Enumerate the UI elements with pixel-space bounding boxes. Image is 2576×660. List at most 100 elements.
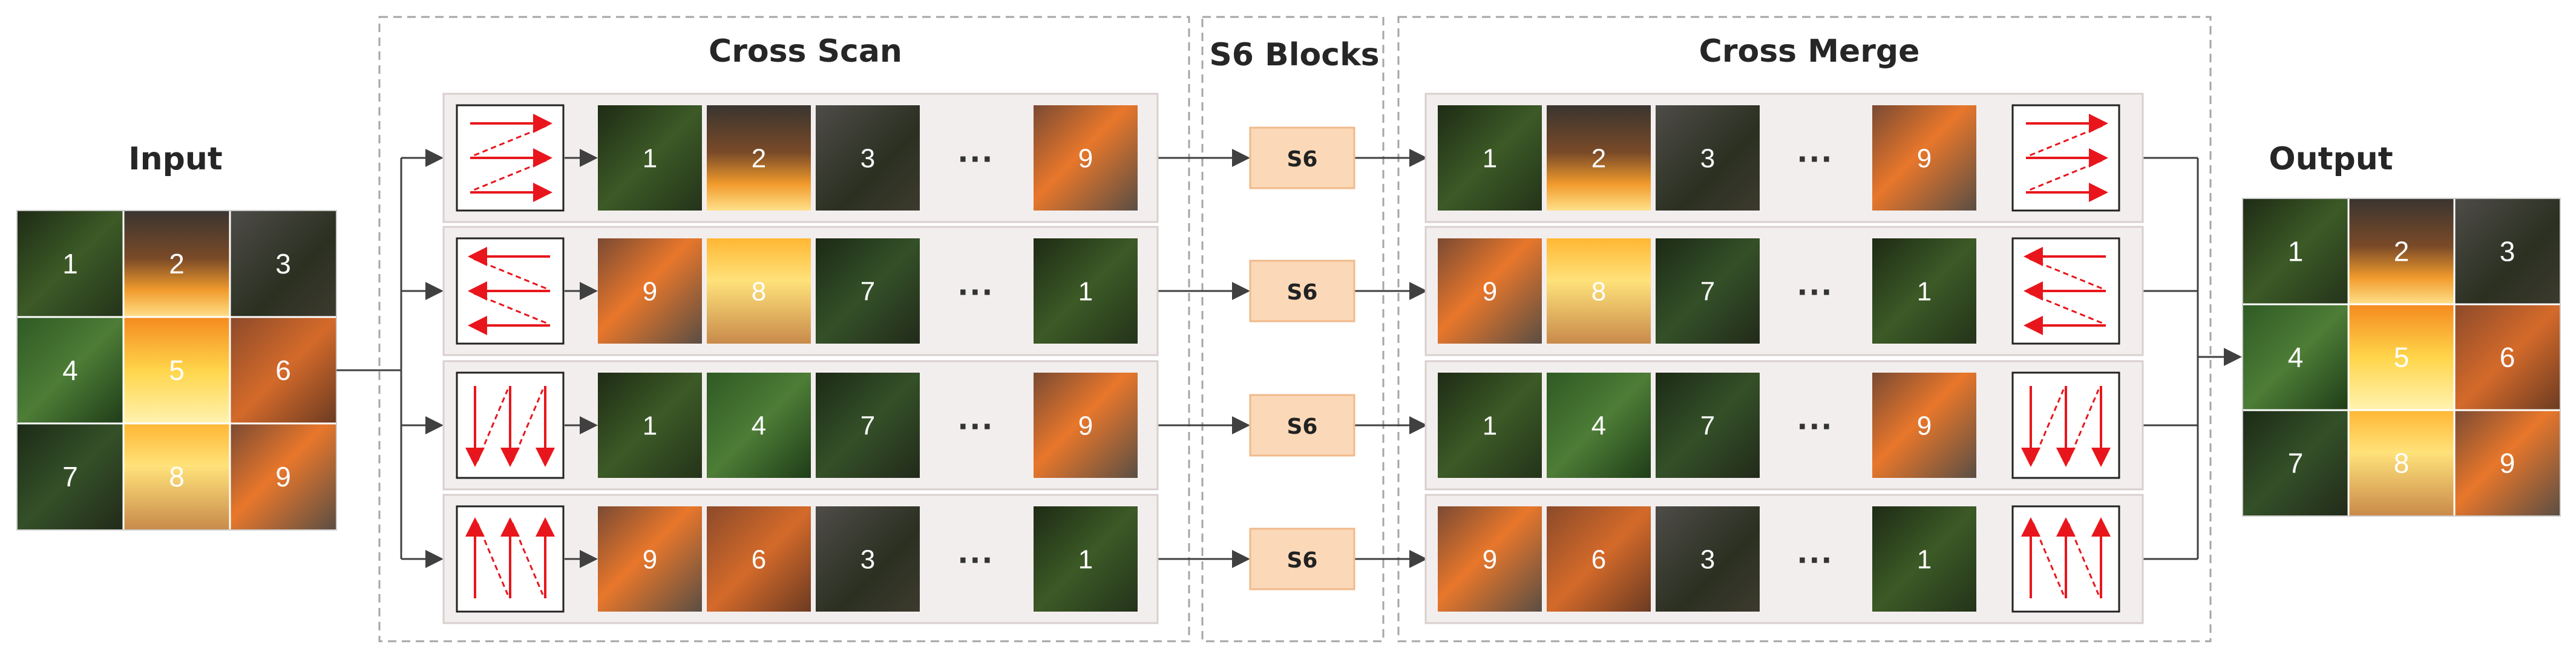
tile-image (816, 373, 920, 478)
grid-cell: 2 (123, 211, 230, 317)
tile-image (1656, 238, 1760, 344)
tile-number: 9 (1483, 276, 1497, 306)
tile-image (1656, 506, 1760, 612)
scan-patch: 1 (598, 105, 702, 211)
grid-cell: 8 (2348, 410, 2454, 516)
tile-number: 7 (1700, 411, 1715, 440)
tile-image (1034, 506, 1138, 612)
tile-number: 3 (860, 143, 875, 173)
scan-patch: 9 (598, 506, 702, 612)
merge-patch: 6 (1547, 506, 1651, 612)
grid-cell: 5 (123, 317, 230, 423)
tile-image (2454, 410, 2560, 516)
scan-direction-icon (2011, 237, 2120, 345)
grid-cell: 9 (230, 423, 336, 530)
tile-image (123, 423, 230, 530)
scan-direction-icon (456, 371, 565, 479)
tile-number: 5 (2394, 342, 2410, 373)
cross-merge-frame (1397, 16, 2212, 642)
tile-number: 1 (1483, 411, 1497, 440)
tile-image (1438, 238, 1542, 344)
tile-image (1872, 506, 1976, 612)
tile-number: 2 (752, 143, 766, 173)
ellipsis: ··· (958, 540, 994, 580)
cross-scan-title: Cross Scan (709, 33, 902, 70)
tile-number: 3 (1700, 143, 1715, 173)
merge-patch: 3 (1656, 105, 1760, 211)
tile-number: 7 (1700, 276, 1715, 306)
tile-number: 2 (169, 248, 185, 279)
tile-number: 9 (1917, 143, 1932, 173)
s6-blocks-title: S6 Blocks (1209, 37, 1379, 73)
tile-image (1547, 105, 1651, 211)
merge-patch: 2 (1547, 105, 1651, 211)
tile-image (1438, 506, 1542, 612)
tile-image (2454, 304, 2560, 410)
tile-image (1547, 506, 1651, 612)
tile-image (1547, 238, 1651, 344)
tile-image (1034, 105, 1138, 211)
scan-patch: 6 (707, 506, 811, 612)
grid-cell: 8 (123, 423, 230, 530)
tile-image (1034, 238, 1138, 344)
grid-cell: 3 (230, 211, 336, 317)
tile-number: 9 (1078, 411, 1093, 440)
s6-block: S6 (1249, 394, 1355, 457)
tile-number: 3 (275, 248, 291, 279)
ellipsis: ··· (1797, 540, 1834, 580)
s6-label: S6 (1287, 280, 1318, 305)
merge-patch: 9 (1438, 506, 1542, 612)
tile-number: 1 (643, 411, 657, 440)
s6-block: S6 (1249, 126, 1355, 189)
tile-number: 6 (275, 355, 291, 386)
scan-direction-icon (2011, 104, 2120, 212)
merge-patch: 9 (1438, 238, 1542, 344)
merge-patch: 3 (1656, 506, 1760, 612)
tile-image (598, 105, 702, 211)
connectors (336, 149, 2242, 568)
tile-number: 1 (1078, 544, 1093, 574)
tile-image (1872, 238, 1976, 344)
tile-number: 8 (752, 276, 766, 306)
tile-image (1656, 105, 1760, 211)
merge-patch: 1 (1438, 373, 1542, 478)
tile-number: 4 (752, 411, 766, 440)
tile-image (598, 506, 702, 612)
s6-label: S6 (1287, 414, 1318, 439)
merge-row: 9 6 3 1 ··· (1424, 494, 2144, 624)
scan-patch: 9 (1034, 373, 1138, 478)
grid-cell: 6 (230, 317, 336, 423)
tile-image (230, 423, 336, 530)
tile-image (707, 238, 811, 344)
tile-number: 8 (169, 461, 185, 492)
grid-cell: 2 (2348, 198, 2454, 304)
tile-number: 3 (2500, 236, 2515, 267)
input-title: Input (128, 141, 222, 177)
scan-direction-icon (456, 237, 565, 345)
tile-number: 9 (1483, 544, 1497, 574)
grid-cell: 7 (2243, 410, 2348, 516)
grid-cell: 1 (17, 211, 123, 317)
tile-image (2243, 198, 2348, 304)
merge-patch: 1 (1438, 105, 1542, 211)
tile-number: 4 (62, 355, 78, 386)
scan-patch: 2 (707, 105, 811, 211)
tile-number: 7 (860, 276, 875, 306)
merge-patch: 9 (1872, 105, 1976, 211)
merge-patch: 1 (1872, 506, 1976, 612)
s6-block: S6 (1249, 528, 1355, 590)
scan-direction-icon (2011, 371, 2120, 479)
tile-number: 1 (1917, 544, 1932, 574)
tile-number: 3 (1700, 544, 1715, 574)
tile-number: 5 (169, 355, 185, 386)
merge-patch: 9 (1872, 373, 1976, 478)
tile-number: 9 (1078, 143, 1093, 173)
tile-image (2454, 198, 2560, 304)
tile-number: 2 (1591, 143, 1606, 173)
